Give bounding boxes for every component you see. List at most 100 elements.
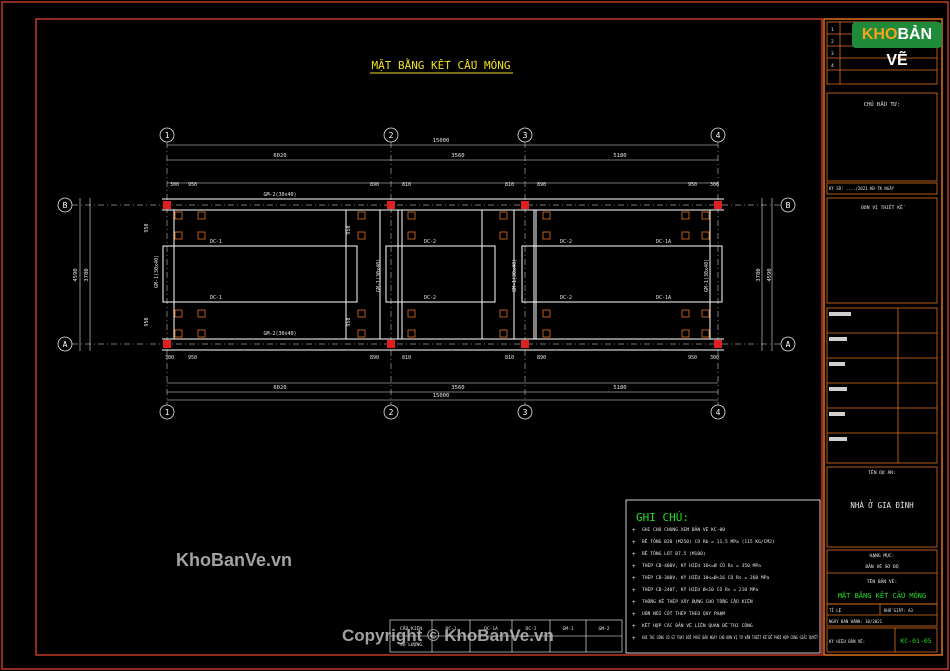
svg-text:+: + [632,599,636,606]
category-label: HẠNG MỤC: [870,553,895,559]
total-dim-top: 15000 [433,138,450,144]
grid-col-2-bot: 2 [389,408,394,417]
svg-text:+: + [632,611,636,618]
note-8: UỐN NỐI CỐT THÉP THEO QUY PHẠM [642,609,725,617]
title-block-frame [823,18,943,656]
small-dim-top-7: 950 [688,182,697,188]
svg-text:+: + [632,623,636,630]
span-dim-top-3: 5180 [613,153,626,159]
tbl-r0: SỐ LƯỢNG [400,641,422,648]
beam-label-mid-left: GM-1(30x40) [376,259,382,292]
sheet-name: MẶT BẰNG KẾT CẤU MÓNG [838,591,927,600]
span-dim-top-1: 6020 [273,153,286,159]
drawing-title: MẶT BẰNG KẾT CẤU MÓNG [371,58,510,72]
footing-label-2: DC-1 [210,295,222,301]
svg-text:+: + [632,551,636,558]
drawing-frame [35,18,823,656]
tbl-h4: GM-1 [562,626,573,632]
left-dim-inner: 3780 [84,268,90,281]
sheet-no: KC-01-05 [900,637,931,645]
small-dim-top-1: 300 [170,182,179,188]
beam-label-left: GM-1(30x40) [154,255,160,288]
notes-header: GHI CHÚ: [636,511,689,524]
note-10: KHI THI CÔNG CÓ GÌ THAY ĐỔI PHẢI BÁO NGA… [642,633,818,641]
footing-label-4: DC-2 [424,295,436,301]
footing-label-7: DC-1A [656,239,671,245]
sheet-label: TÊN BẢN VẼ: [867,577,897,585]
beam-label-bottom: GM-2(30x40) [263,331,296,337]
scale-label: TỈ LỆ [829,608,842,613]
grid-row-a-left: A [63,340,68,349]
total-dim-bottom: 15000 [433,393,450,399]
owner-label: CHỦ ĐẦU TƯ: [864,100,900,108]
svg-text:+: + [632,635,636,642]
logo-part-b: BẢN VẼ [886,26,933,69]
small-dim-top-8: 300 [710,182,719,188]
grid-col-2-top: 2 [389,131,394,140]
grid-col-3-top: 3 [523,131,528,140]
vdim-2: 950 [144,317,150,326]
right-dim-inner: 3780 [756,268,762,281]
vdim-3: 950 [346,225,352,234]
svg-text:+: + [632,575,636,582]
beam-label-mid-right: GM-1(30x40) [512,259,518,292]
footing-label-5: DC-2 [560,239,572,245]
small-dim-top-2: 950 [188,182,197,188]
note-9: KẾT HỢP CÁC BẢN VẼ LIÊN QUAN ĐỂ THI CÔNG [642,621,753,629]
member-table [389,619,623,653]
title-block-text: NỘI DUNG 1 2 3 4 CHỦ ĐẦU TƯ: KÝ SỐ: ....… [829,25,914,644]
note-7: THỐNG KÊ THÉP XÂY DỰNG CHO TỔNG CẤU KIỆN [642,597,753,605]
watermark-left: KhoBanVe.vn [176,550,293,570]
grid-row-b-right: B [786,201,791,210]
note-1: GHI CHÚ CHUNG XEM BẢN VẼ KC-00 [642,525,725,533]
pile-squares [174,211,710,338]
small-dim-top-3: 890 [370,182,379,188]
sheet-no-label: KÝ HIỆU BẢN VẼ: [829,639,865,644]
category-value: BẢN VẼ SƠ BỘ [865,562,898,570]
span-dim-bottom-2: 3560 [451,385,464,391]
rev-1: 1 [831,27,834,33]
grid-bubbles [57,127,796,420]
span-dim-bottom-1: 6020 [273,385,286,391]
notes-list: GHI CHÚ CHUNG XEM BẢN VẼ KC-00 BÊ TÔNG B… [642,525,818,641]
left-dim-outer: 4590 [73,268,79,281]
small-dim-bot-5: 810 [505,355,514,361]
khobanve-logo: KHOBẢN VẼ [852,22,942,69]
rev-2: 2 [831,39,834,45]
columns [163,201,722,348]
vdim-4: 950 [346,317,352,326]
tbl-h0: CẤU KIỆN [400,624,422,632]
grid-axis-lines [72,142,782,405]
vdim-1: 950 [144,223,150,232]
note-3: BÊ TÔNG LÓT B7.5 (M100) [642,549,706,557]
svg-text:+: + [632,527,636,534]
grid-row-a-right: A [786,340,791,349]
footing-label-3: DC-2 [424,239,436,245]
note-6: THÉP CB-240T, KÝ HIỆU Ø<10 CÓ Rs = 210 M… [642,585,758,593]
project-name: NHÀ Ở GIA ĐÌNH [850,501,914,510]
grid-col-1-top: 1 [165,131,170,140]
span-dim-top-2: 3560 [451,153,464,159]
grid-bubble-labels: 1 2 3 4 1 2 3 4 B B A A [63,131,791,417]
small-dim-bot-3: 890 [370,355,379,361]
notes-box [625,499,821,654]
side-dimension-lines [79,198,773,351]
logo-part-a: KHO [861,26,898,43]
small-dim-bot-2: 950 [188,355,197,361]
svg-text:+: + [632,587,636,594]
grid-col-1-bot: 1 [165,408,170,417]
note-4: THÉP CB-400V, KÝ HIỆU 16<=Ø CÓ Rs = 350 … [642,561,761,569]
beam-label-top: GM-2(30x40) [263,192,296,198]
redacted-names [829,312,851,441]
date-label: NGÀY BAN HÀNH: 10/2021 [829,619,883,624]
svg-text:+: + [632,539,636,546]
small-dim-bot-4: 810 [402,355,411,361]
tbl-h5: GM-2 [598,626,609,632]
small-dim-top-4: 810 [402,182,411,188]
beam-label-right: GM-1(30x40) [704,259,710,292]
project-label: TÊN DỰ ÁN: [868,468,896,476]
grid-col-4-bot: 4 [716,408,721,417]
footing-label-6: DC-2 [560,295,572,301]
small-dim-bot-8: 300 [710,355,719,361]
